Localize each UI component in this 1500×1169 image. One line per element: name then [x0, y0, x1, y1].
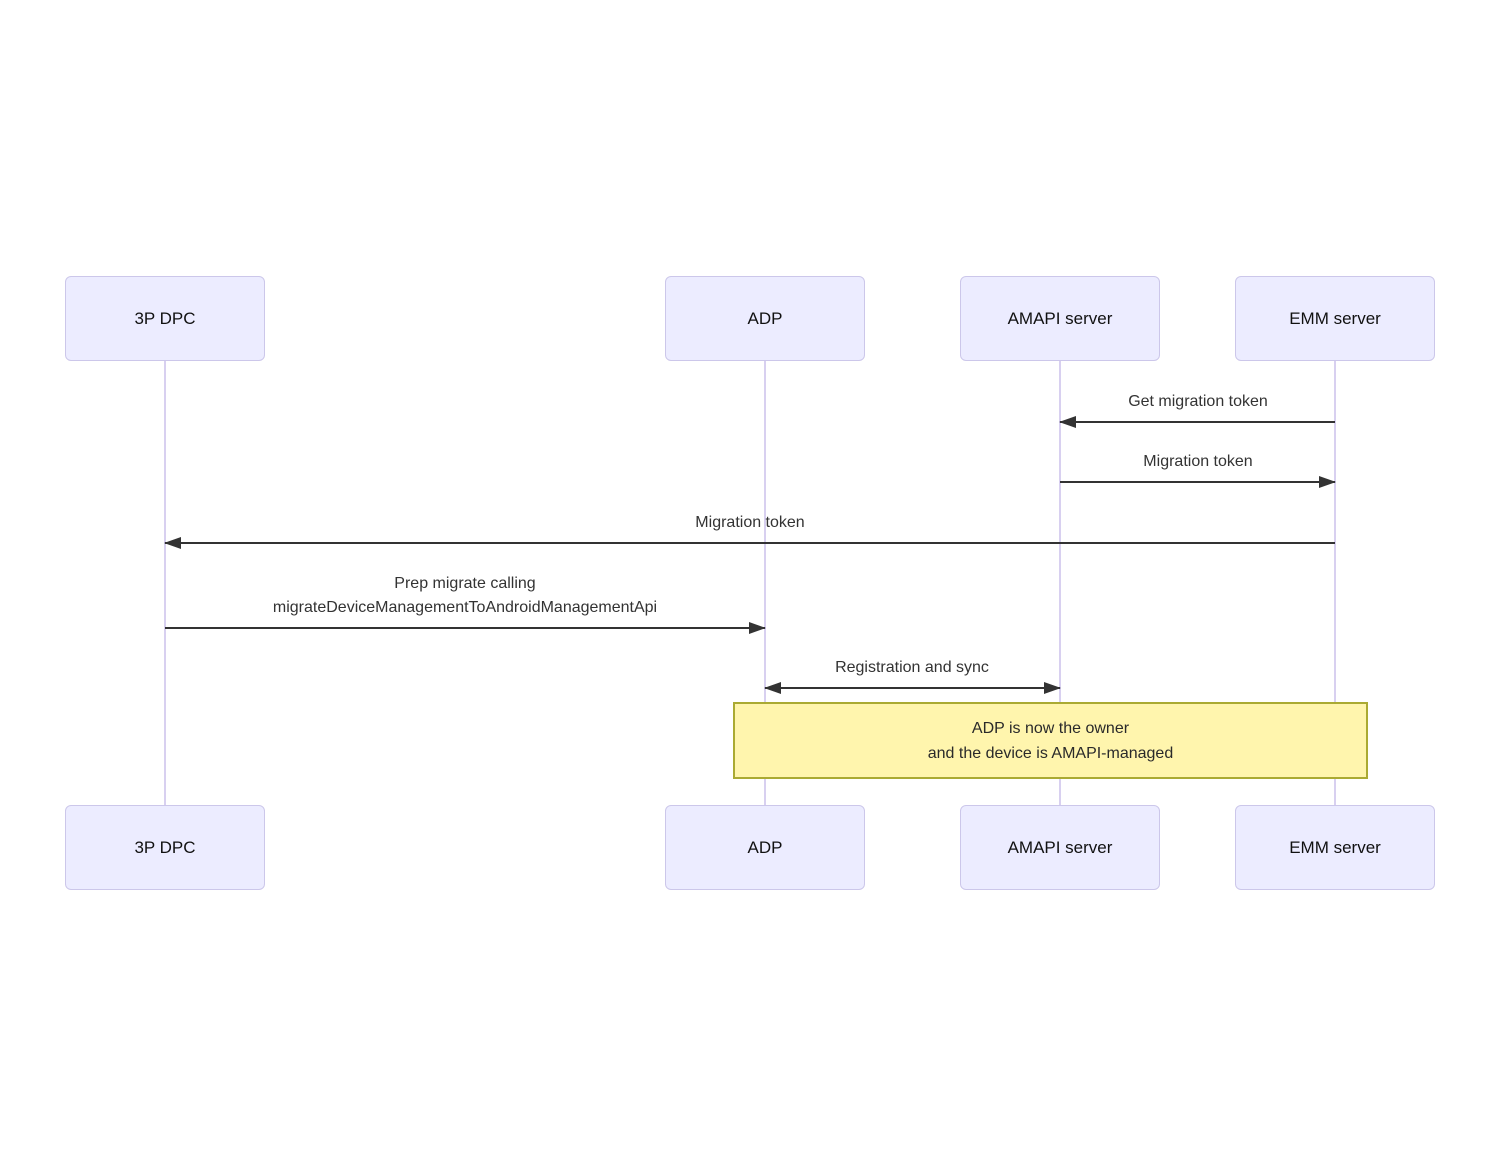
- message-arrow-migration-token-to-emm: [1060, 476, 1336, 488]
- actor-bottom-3p-dpc: 3P DPC: [65, 805, 265, 890]
- lifeline-amapi-server: [1059, 361, 1061, 805]
- message-label-registration-and-sync: Registration and sync: [835, 659, 989, 676]
- lifeline-adp: [764, 361, 766, 805]
- actor-top-emm-server: EMM server: [1235, 276, 1435, 361]
- note-adp-is-owner: ADP is now the owner and the device is A…: [733, 702, 1368, 779]
- message-label-prep-migrate: Prep migrate calling migrateDeviceManage…: [272, 575, 658, 616]
- message-arrow-registration-and-sync: [764, 682, 1061, 694]
- actor-top-amapi-server: AMAPI server: [960, 276, 1160, 361]
- message-label-get-migration-token: Get migration token: [1128, 393, 1268, 410]
- message-arrow-migration-token-to-dpc: [164, 537, 1335, 549]
- message-label-migration-token-to-emm: Migration token: [1143, 453, 1253, 470]
- message-arrow-prep-migrate: [165, 622, 766, 634]
- actor-bottom-emm-server: EMM server: [1235, 805, 1435, 890]
- actor-top-adp: ADP: [665, 276, 865, 361]
- message-label-migration-token-to-dpc: Migration token: [695, 514, 805, 531]
- actor-top-3p-dpc: 3P DPC: [65, 276, 265, 361]
- lifeline-3p-dpc: [164, 361, 166, 805]
- actor-bottom-amapi-server: AMAPI server: [960, 805, 1160, 890]
- message-arrow-get-migration-token: [1059, 416, 1335, 428]
- lifeline-emm-server: [1334, 361, 1336, 805]
- actor-bottom-adp: ADP: [665, 805, 865, 890]
